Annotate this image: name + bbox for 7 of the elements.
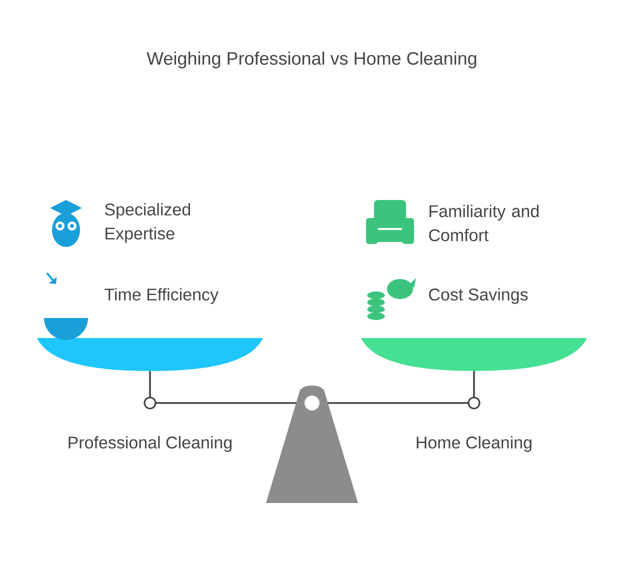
option-label: Home Cleaning [416, 436, 532, 452]
benefit-text: Cost Savings [429, 288, 528, 304]
option-label: Professional Cleaning [68, 436, 232, 452]
benefit-text: Specialized Expertise [104, 203, 190, 243]
benefit-text: Familiarity and Comfort [429, 204, 539, 242]
title: Weighing Professional vs Home Cleaning [146, 52, 476, 68]
benefit-text: Time Efficiency [104, 288, 218, 304]
